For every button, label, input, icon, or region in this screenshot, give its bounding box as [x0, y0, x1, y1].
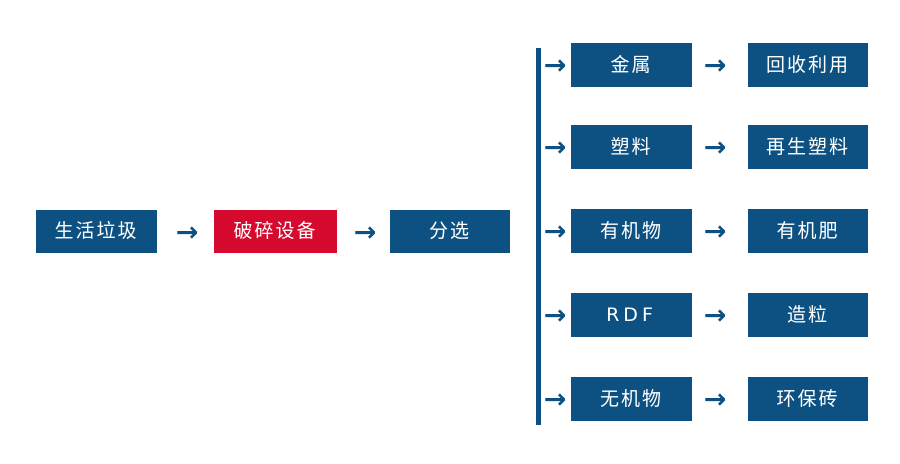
arrow-right-icon-branch-2-product: →: [703, 131, 727, 163]
branch-material-box-1[interactable]: 金属: [571, 43, 692, 87]
process-box-domestic-waste[interactable]: 生活垃圾: [36, 210, 157, 253]
arrow-right-icon-branch-1-product: →: [703, 49, 727, 81]
branch-product-box-1[interactable]: 回收利用: [748, 43, 868, 87]
branch-trunk-line: [536, 48, 541, 425]
arrow-right-icon-branch-4: →: [543, 299, 567, 331]
arrow-right-icon-branch-3-product: →: [703, 215, 727, 247]
process-box-crushing-equipment[interactable]: 破碎设备: [214, 210, 337, 253]
arrow-right-icon-branch-5-product: →: [703, 383, 727, 415]
branch-material-box-4[interactable]: RDF: [571, 293, 692, 337]
process-box-sorting[interactable]: 分选: [390, 210, 510, 253]
branch-material-box-5[interactable]: 无机物: [571, 377, 692, 421]
arrow-right-icon-main-1: →: [175, 216, 199, 248]
arrow-right-icon-branch-5: →: [543, 383, 567, 415]
branch-product-box-2[interactable]: 再生塑料: [748, 125, 868, 169]
branch-product-box-5[interactable]: 环保砖: [748, 377, 868, 421]
arrow-right-icon-branch-3: →: [543, 215, 567, 247]
arrow-right-icon-branch-1: →: [543, 49, 567, 81]
arrow-right-icon-branch-4-product: →: [703, 299, 727, 331]
branch-product-box-3[interactable]: 有机肥: [748, 209, 868, 253]
branch-product-box-4[interactable]: 造粒: [748, 293, 868, 337]
arrow-right-icon-branch-2: →: [543, 131, 567, 163]
arrow-right-icon-main-2: →: [353, 216, 377, 248]
branch-material-box-3[interactable]: 有机物: [571, 209, 692, 253]
branch-material-box-2[interactable]: 塑料: [571, 125, 692, 169]
